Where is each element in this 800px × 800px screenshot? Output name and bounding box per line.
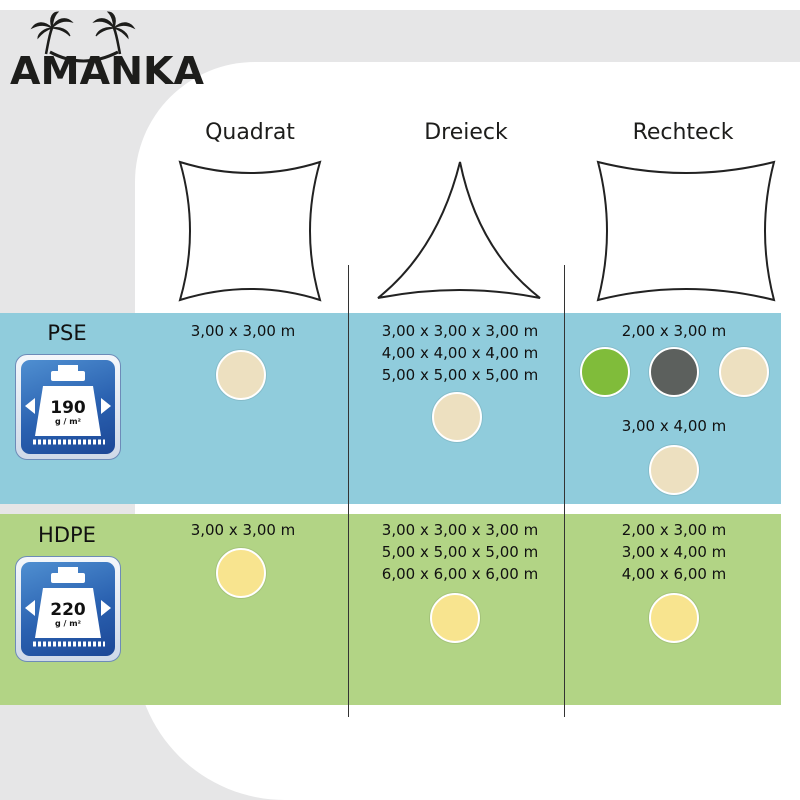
rectangle-shade-sail-icon xyxy=(596,160,776,302)
size-list-pse-rechteck-2: 3,00 x 4,00 m xyxy=(569,415,779,437)
size-option: 6,00 x 6,00 x 6,00 m xyxy=(381,565,539,583)
color-swatch-sand[interactable] xyxy=(719,347,769,397)
size-option: 3,00 x 3,00 x 3,00 m xyxy=(381,521,539,539)
size-option: 2,00 x 3,00 m xyxy=(621,322,727,340)
size-list-hdpe-dreieck: 3,00 x 3,00 x 3,00 m 5,00 x 5,00 x 5,00 … xyxy=(355,519,565,585)
size-option: 3,00 x 3,00 x 3,00 m xyxy=(381,322,539,340)
size-option: 5,00 x 5,00 x 5,00 m xyxy=(381,366,539,384)
size-option: 2,00 x 3,00 m xyxy=(621,521,727,539)
row-label-pse: PSE xyxy=(47,321,87,345)
fabric-weight-icon xyxy=(25,567,111,647)
size-option: 3,00 x 3,00 m xyxy=(190,322,296,340)
size-list-hdpe-rechteck: 2,00 x 3,00 m 3,00 x 4,00 m 4,00 x 6,00 … xyxy=(569,519,779,585)
color-swatch-green[interactable] xyxy=(580,347,630,397)
size-list-pse-rechteck-1: 2,00 x 3,00 m xyxy=(569,320,779,342)
fabric-weight-badge-pse: 190 g / m² xyxy=(15,354,121,460)
column-divider xyxy=(564,265,565,717)
color-swatch-sand[interactable] xyxy=(649,445,699,495)
fabric-weight-badge-hdpe: 220 g / m² xyxy=(15,556,121,662)
size-option: 4,00 x 6,00 m xyxy=(621,565,727,583)
column-header-quadrat: Quadrat xyxy=(205,120,295,145)
size-list-pse-dreieck: 3,00 x 3,00 x 3,00 m 4,00 x 4,00 x 4,00 … xyxy=(355,320,565,386)
size-option: 5,00 x 5,00 x 5,00 m xyxy=(381,543,539,561)
size-list-hdpe-quadrat: 3,00 x 3,00 m xyxy=(138,519,348,541)
fabric-weight-value: 190 xyxy=(50,398,86,418)
triangle-shade-sail-icon xyxy=(377,161,541,299)
size-option: 4,00 x 4,00 x 4,00 m xyxy=(381,344,539,362)
color-swatch-cream[interactable] xyxy=(216,548,266,598)
fabric-weight-unit: g / m² xyxy=(54,417,82,426)
fabric-weight-icon xyxy=(25,365,111,445)
size-option: 3,00 x 4,00 m xyxy=(621,543,727,561)
row-label-hdpe: HDPE xyxy=(38,523,96,547)
column-header-rechteck: Rechteck xyxy=(632,120,734,145)
logo-wordmark: AMANKA xyxy=(10,49,205,88)
color-swatch-sand[interactable] xyxy=(216,350,266,400)
color-swatch-cream[interactable] xyxy=(430,593,480,643)
color-swatch-sand[interactable] xyxy=(432,392,482,442)
fabric-weight-value: 220 xyxy=(50,600,86,620)
column-header-dreieck: Dreieck xyxy=(424,120,508,145)
color-swatch-cream[interactable] xyxy=(649,593,699,643)
column-divider xyxy=(348,265,349,717)
fabric-weight-unit: g / m² xyxy=(54,619,82,628)
size-option: 3,00 x 4,00 m xyxy=(621,417,727,435)
square-shade-sail-icon xyxy=(178,160,322,302)
color-swatch-anthracite[interactable] xyxy=(649,347,699,397)
amanka-logo: AMANKA xyxy=(10,11,205,88)
size-list-pse-quadrat: 3,00 x 3,00 m xyxy=(138,320,348,342)
size-option: 3,00 x 3,00 m xyxy=(190,521,296,539)
